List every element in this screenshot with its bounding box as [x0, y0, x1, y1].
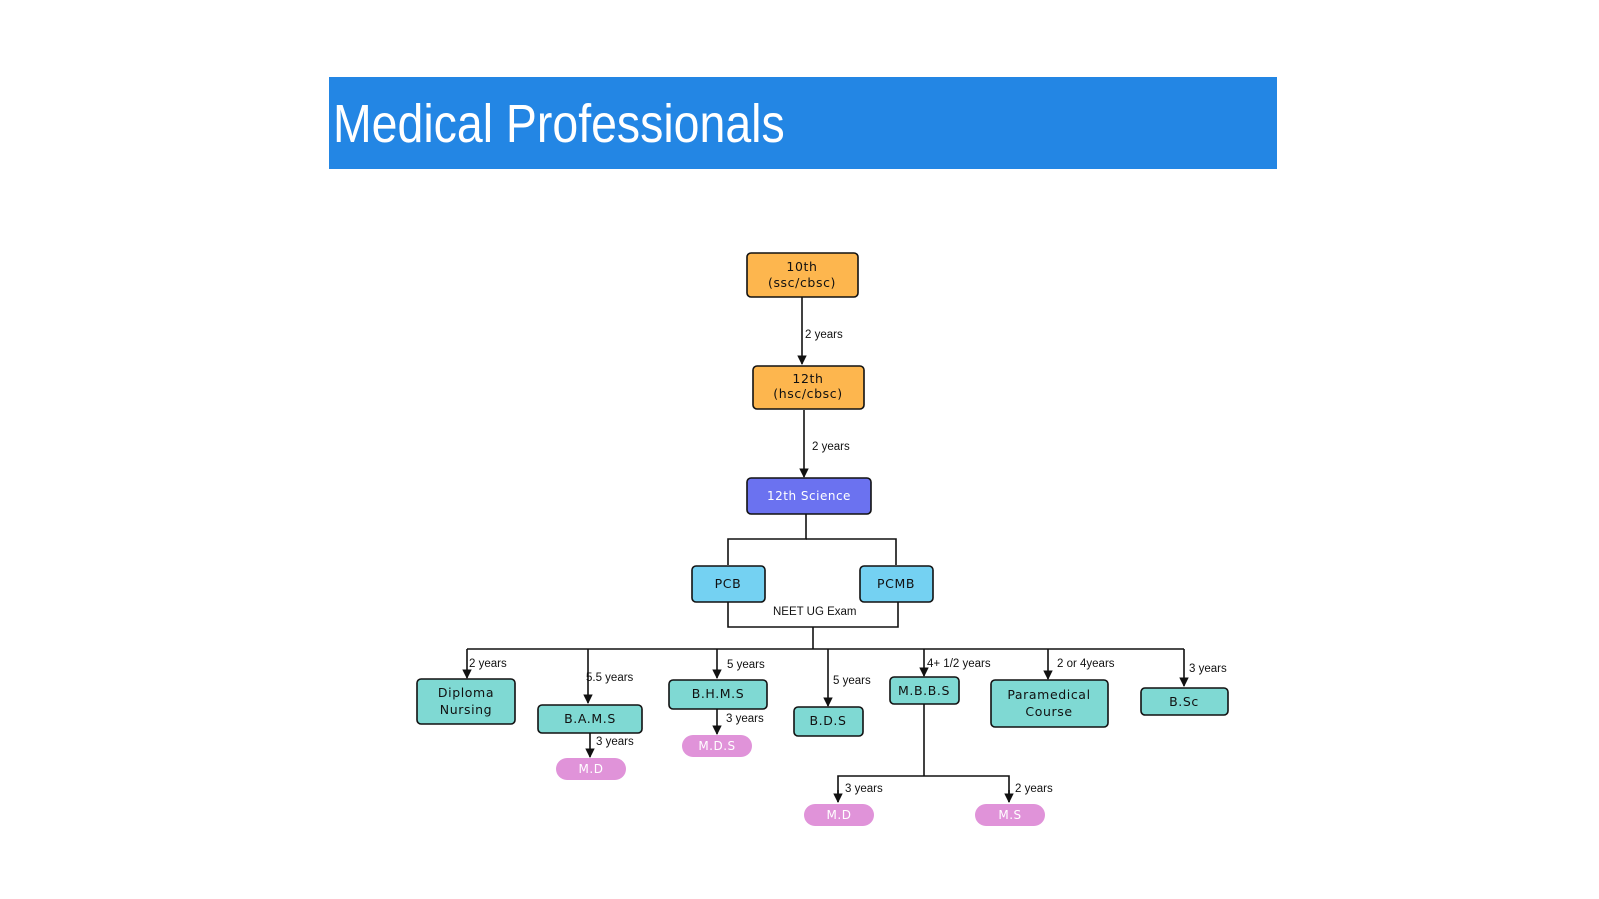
- node-bams: B.A.M.S: [537, 704, 643, 734]
- node-diploma-line1: Diploma: [438, 685, 494, 700]
- node-md-after-mbbs: M.D: [804, 804, 874, 826]
- node-md-after-bams-pill: [556, 758, 626, 780]
- node-bhms-box: [668, 679, 768, 710]
- node-pcmb: PCMB: [859, 565, 934, 603]
- node-12th-science: 12th Science: [746, 477, 872, 515]
- line-science-to-pcmb: [806, 538, 897, 565]
- page-title: Medical Professionals: [333, 94, 785, 154]
- label-bhms-duration: 5 years: [727, 659, 765, 671]
- node-pcmb-label: PCMB: [877, 576, 915, 591]
- node-ms-pill: [975, 804, 1045, 826]
- node-bams-box: [537, 704, 643, 734]
- label-12th-to-science: 2 years: [812, 441, 850, 453]
- node-bhms: B.H.M.S: [668, 679, 768, 710]
- node-mbbs-box: [889, 676, 960, 705]
- label-mbbs-ms-duration: 2 years: [1015, 783, 1053, 795]
- label-mbbs-duration: 4+ 1/2 years: [927, 658, 991, 670]
- node-md-after-mbbs-label: M.D: [827, 808, 852, 822]
- node-ms-label: M.S: [998, 808, 1021, 822]
- node-mbbs-label: M.B.B.S: [898, 683, 950, 698]
- title-banner: Medical Professionals: [329, 77, 1277, 169]
- node-md-after-mbbs-pill: [804, 804, 874, 826]
- node-bhms-label: B.H.M.S: [692, 686, 745, 701]
- label-diploma-duration: 2 years: [469, 658, 507, 670]
- label-bds-duration: 5 years: [833, 675, 871, 687]
- node-paramedical-line1: Paramedical: [1007, 687, 1090, 702]
- node-paramedical-box: [990, 679, 1109, 728]
- label-10th-to-12th: 2 years: [805, 329, 843, 341]
- label-mbbs-md-duration: 3 years: [845, 783, 883, 795]
- node-12th-science-box: [746, 477, 872, 515]
- node-bsc-box: [1140, 687, 1229, 716]
- node-paramedical-line2: Course: [1025, 704, 1072, 719]
- node-10th-line1: 10th: [786, 259, 817, 274]
- node-md-after-bams-label: M.D: [579, 762, 604, 776]
- label-bsc-duration: 3 years: [1189, 663, 1227, 675]
- label-paramedical-duration: 2 or 4years: [1057, 658, 1115, 670]
- node-pcmb-box: [859, 565, 934, 603]
- node-pcb: PCB: [691, 565, 766, 603]
- label-bams-duration: 5.5 years: [586, 672, 634, 684]
- node-bams-label: B.A.M.S: [564, 711, 616, 726]
- node-pcb-label: PCB: [715, 576, 742, 591]
- node-10th-line2: (ssc/cbsc): [768, 275, 836, 290]
- label-bhms-mds-duration: 3 years: [726, 713, 764, 725]
- node-bsc: B.Sc: [1140, 687, 1229, 716]
- label-neet: NEET UG Exam: [773, 606, 857, 618]
- line-science-to-pcb: [727, 514, 807, 565]
- node-10th-box: [746, 252, 859, 298]
- label-bams-md-duration: 3 years: [596, 736, 634, 748]
- node-diploma-nursing-box: [416, 678, 516, 725]
- node-12th-line1: 12th: [792, 371, 823, 386]
- node-diploma-nursing: Diploma Nursing: [416, 678, 516, 725]
- node-paramedical-course: Paramedical Course: [990, 679, 1109, 728]
- node-mds-label: M.D.S: [698, 739, 735, 753]
- node-md-after-bams: M.D: [556, 758, 626, 780]
- node-pcb-box: [691, 565, 766, 603]
- node-bds: B.D.S: [793, 706, 864, 737]
- node-12th: 12th (hsc/cbsc): [752, 365, 865, 410]
- node-mds: M.D.S: [682, 735, 752, 757]
- mbbs-split-line: [837, 775, 1010, 802]
- node-bds-box: [793, 706, 864, 737]
- connectors: [462, 297, 1189, 803]
- node-12th-line2: (hsc/cbsc): [773, 386, 842, 401]
- node-mbbs: M.B.B.S: [889, 676, 960, 705]
- node-10th: 10th (ssc/cbsc): [746, 252, 859, 298]
- node-bds-label: B.D.S: [809, 713, 846, 728]
- node-ms: M.S: [975, 804, 1045, 826]
- node-12th-box: [752, 365, 865, 410]
- node-bsc-label: B.Sc: [1169, 694, 1199, 709]
- node-12th-science-label: 12th Science: [767, 489, 851, 503]
- node-mds-pill: [682, 735, 752, 757]
- node-diploma-line2: Nursing: [440, 702, 492, 717]
- edge-labels: 2 years 2 years NEET UG Exam 2 years 5.5…: [469, 329, 1227, 795]
